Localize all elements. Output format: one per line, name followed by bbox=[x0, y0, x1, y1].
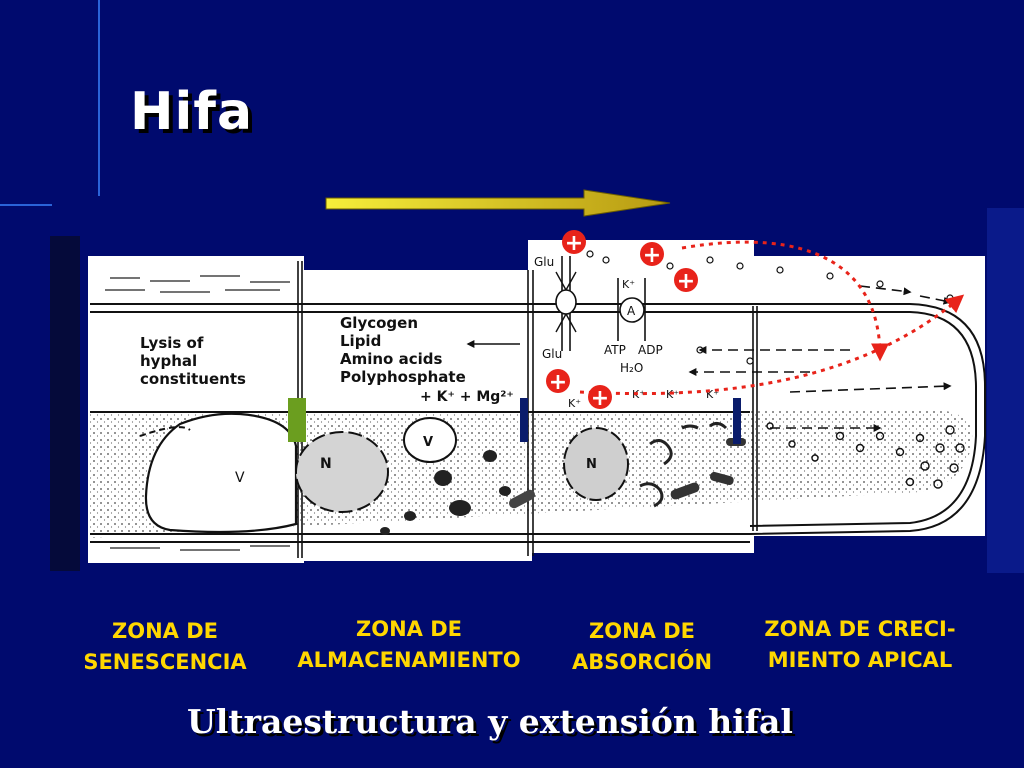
plus-sign-2: + bbox=[643, 243, 661, 268]
nucleus-label-absorption: N bbox=[586, 457, 597, 472]
plus-badges bbox=[546, 230, 698, 409]
atpase-pump bbox=[617, 278, 646, 341]
senescent-vacuole bbox=[144, 412, 298, 534]
glu-label-in: Glu bbox=[542, 347, 562, 361]
lysis-label: Lysis of hyphal constituents bbox=[140, 334, 246, 388]
zone-marker-absorption-apical bbox=[733, 398, 741, 444]
k-label-2: K⁺ bbox=[632, 388, 645, 401]
glu-label-out: Glu bbox=[534, 255, 554, 269]
plus-badge-3 bbox=[674, 268, 698, 292]
water-label: H₂O bbox=[620, 361, 643, 375]
storage-items: Glycogen Lipid Amino acids Polyphosphate bbox=[340, 314, 466, 386]
slide-caption: Ultraestructura y extensión hifal bbox=[187, 702, 793, 741]
plus-badge-1 bbox=[562, 230, 586, 254]
lysis-dashed-membrane bbox=[139, 426, 191, 437]
decorative-horizontal-line bbox=[0, 204, 52, 206]
absorption-organelles bbox=[639, 421, 728, 508]
atp-label: ATP bbox=[604, 343, 626, 357]
red-dotted-arc-lower bbox=[579, 294, 965, 396]
zone-label-apical-growth: ZONA DE CRECI-MIENTO APICAL bbox=[764, 617, 956, 672]
absorption-nucleus bbox=[563, 427, 629, 501]
red-dotted-arc-upper bbox=[681, 240, 889, 362]
storage-granules bbox=[380, 450, 511, 535]
plus-sign-3: + bbox=[677, 269, 695, 294]
zone-marker-senescence-storage bbox=[288, 398, 306, 442]
hypha-diagram-svg: V Lysis of hyphal constituents Glycogen … bbox=[50, 189, 1024, 573]
plus-badge-4 bbox=[546, 369, 570, 393]
adp-label: ADP bbox=[638, 343, 663, 357]
transport-arrows bbox=[688, 285, 952, 432]
plus-sign-1: + bbox=[565, 231, 583, 256]
diagram-backdrop-left bbox=[50, 236, 80, 571]
plus-badge-signs: + + + + + bbox=[549, 231, 695, 411]
ions-label: + K⁺ + Mg²⁺ bbox=[420, 389, 514, 405]
plus-badge-2 bbox=[640, 242, 664, 266]
k-label-1: K⁺ bbox=[568, 397, 581, 410]
atpase-label: A bbox=[627, 304, 636, 318]
storage-mitochondrion bbox=[509, 489, 535, 509]
plus-sign-5: + bbox=[591, 386, 609, 411]
growth-direction-arrow bbox=[325, 189, 671, 217]
glu-transporter bbox=[555, 256, 577, 351]
decorative-vertical-line bbox=[98, 0, 100, 196]
apical-vesicles bbox=[766, 422, 965, 489]
diagram-backdrop-right bbox=[987, 208, 1024, 573]
vacuole-label-storage: V bbox=[423, 435, 433, 450]
k-label-3: K⁺ bbox=[666, 388, 679, 401]
plus-badge-5 bbox=[588, 385, 612, 409]
k-label-pump: K⁺ bbox=[622, 278, 635, 291]
storage-vacuole bbox=[403, 417, 457, 463]
hypha-diagram: V Lysis of hyphal constituents Glycogen … bbox=[50, 186, 1024, 578]
senescent-wall-hatching bbox=[105, 275, 290, 551]
cytoplasm-stipple bbox=[90, 410, 973, 538]
plus-sign-4: + bbox=[549, 370, 567, 395]
storage-nucleus bbox=[295, 431, 389, 513]
nucleus-label-storage: N bbox=[320, 456, 332, 472]
vacuole-label-senescence: V bbox=[235, 470, 245, 486]
slide-title: Hifa bbox=[130, 82, 254, 142]
zone-marker-storage-absorption bbox=[520, 398, 528, 442]
